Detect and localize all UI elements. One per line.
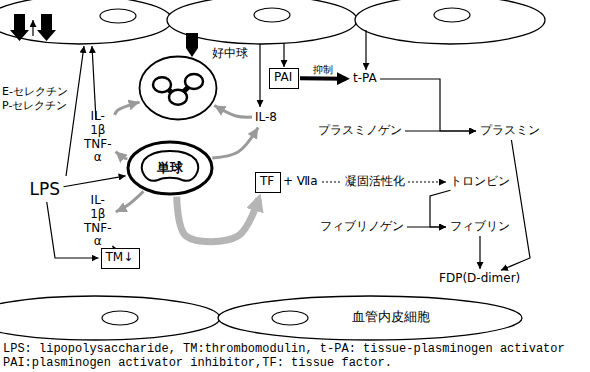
secretion-arrow — [259, 44, 260, 107]
factor-label-text: フィブリノゲン — [320, 220, 404, 234]
cell-nucleus — [100, 9, 136, 23]
process-box-text: TF — [260, 175, 276, 189]
factor-label: トロンビン — [448, 174, 512, 190]
factor-label-text: プラスミン — [480, 124, 540, 138]
secretion-arrow — [365, 30, 366, 70]
connector-arrow — [177, 197, 259, 242]
chemokine-label: IL-8 — [253, 110, 279, 126]
factor-label: + Ⅶa — [283, 175, 318, 189]
product-label: FDP(D-dimer) — [437, 271, 523, 287]
factor-label-text: t-PA — [353, 72, 377, 86]
stimulus-label-text: LPS — [30, 180, 61, 200]
endothelial-cell — [218, 296, 522, 340]
cytokine-label-text: IL-1β TNF-α — [84, 194, 112, 249]
cell-nucleus — [254, 8, 290, 22]
monocyte-cell: 単球 — [126, 140, 214, 196]
cell-outline — [128, 142, 212, 194]
connector-arrow — [501, 140, 530, 270]
process-box-text: PAI — [274, 71, 294, 85]
process-box: TF — [255, 172, 281, 193]
factor-label-text: プラスミノゲン — [318, 124, 402, 138]
footnote-text: LPS: lipopolysaccharide, TM:thrombomodul… — [3, 343, 565, 357]
stimulus-arrow — [66, 46, 84, 176]
connector-arrow — [405, 130, 476, 131]
factor-label: フィブリノゲン — [318, 219, 406, 235]
cell-outline — [140, 57, 217, 120]
endothelial-cell — [355, 0, 545, 44]
connector-arrow — [116, 191, 144, 212]
cell-nucleus — [102, 311, 138, 325]
factor-label-text: トロンビン — [450, 175, 510, 189]
connector-arrow — [214, 106, 252, 118]
connector-arrow — [479, 236, 480, 269]
stimulus-arrow — [92, 46, 96, 120]
process-box: PAI — [269, 68, 299, 89]
cell-nucleus — [142, 151, 198, 181]
nucleus-lobe — [169, 90, 187, 105]
cytokine-label-text: IL-1β TNF-α — [84, 110, 112, 165]
nucleus-lobe — [153, 77, 171, 92]
monocyte-cell-text: 単球 — [155, 161, 185, 176]
connector-arrow — [407, 226, 446, 227]
connector-arrow — [115, 102, 140, 115]
footnote-text: PAI:plasminogen activator inhibitor,TF: … — [3, 357, 392, 371]
chemokine-label-text: IL-8 — [255, 111, 277, 125]
connector-arrow — [116, 152, 128, 159]
endothelial-cell — [0, 296, 220, 340]
process-label: 凝固活性化 — [343, 174, 407, 190]
neutrophil-cell-text: 好中球 — [212, 47, 248, 61]
process-box-text: TM↓ — [106, 251, 135, 265]
cell-nucleus — [434, 8, 470, 22]
selectin-symbol — [10, 14, 29, 41]
cell-label: 血管内皮細胞 — [352, 310, 430, 325]
cell-shape — [138, 55, 218, 121]
dotted-line — [322, 181, 341, 182]
molecule-label: P-セレクチン — [2, 100, 67, 113]
selectin-arrow — [32, 20, 33, 36]
connector-arrow — [408, 181, 446, 182]
endothelial-cell — [0, 0, 172, 44]
factor-label: t-PA — [351, 71, 379, 87]
process-box: TM↓ — [101, 248, 140, 269]
stimulus-label: LPS — [28, 179, 63, 201]
connector-arrow — [430, 190, 450, 227]
cell-nucleus — [272, 311, 308, 325]
connector-arrow — [212, 128, 258, 159]
secretion-arrow — [283, 43, 284, 67]
cytokine-label: IL-1β TNF-α — [82, 109, 114, 167]
cytokine-label: IL-1β TNF-α — [82, 193, 114, 251]
product-label-text: FDP(D-dimer) — [439, 272, 521, 286]
process-label-text: 凝固活性化 — [345, 175, 405, 189]
factor-label-text: フィブリン — [450, 220, 510, 234]
factor-label: プラスミン — [478, 123, 542, 139]
nucleus-lobe — [185, 74, 203, 89]
molecule-label: E-セレクチン — [2, 86, 68, 99]
edge-label: 抑制 — [312, 64, 334, 76]
connector-arrow — [300, 76, 346, 81]
neutrophil-cell: 好中球 — [138, 55, 218, 121]
connector-arrow — [63, 176, 125, 187]
receptor-symbol — [186, 33, 198, 57]
factor-label: フィブリン — [448, 219, 512, 235]
factor-label: プラスミノゲン — [316, 123, 404, 139]
selectin-symbol — [37, 14, 56, 41]
